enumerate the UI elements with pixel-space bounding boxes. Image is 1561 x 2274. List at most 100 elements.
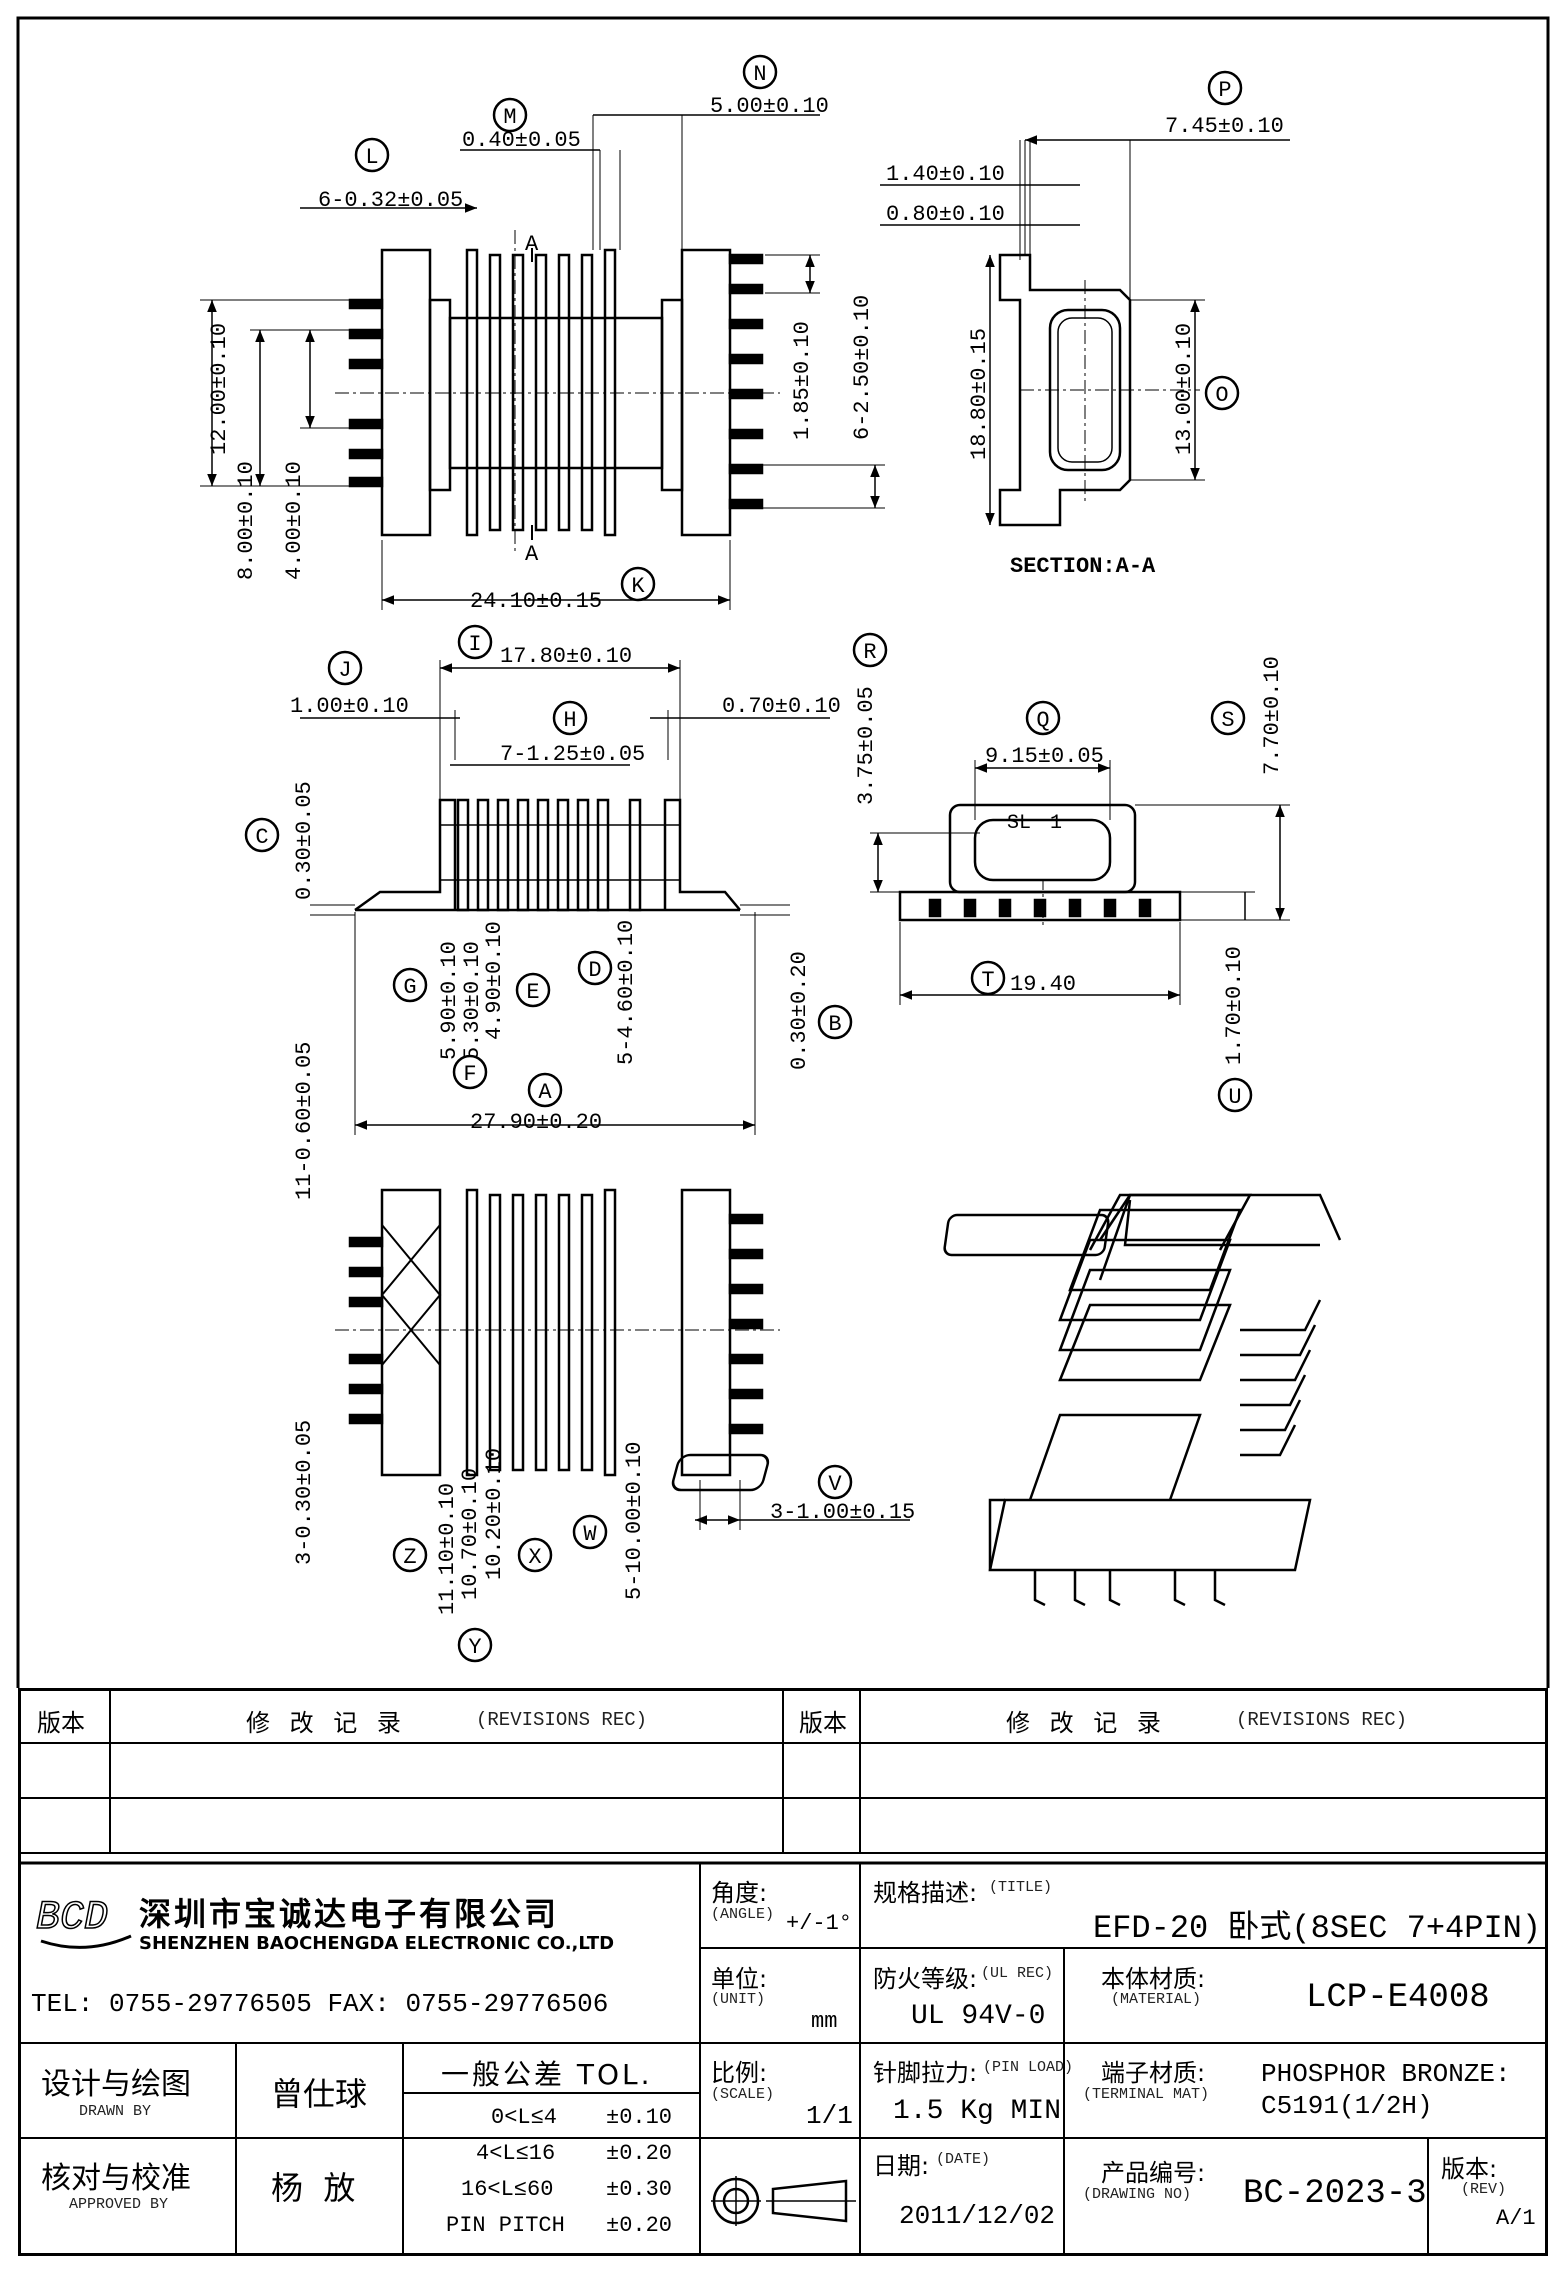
end-view-pins [928, 898, 1152, 918]
material-sub: (MATERIAL) [1111, 1991, 1202, 2008]
date-sub: (DATE) [936, 2151, 991, 2168]
callout-Z: Z [403, 1545, 416, 1570]
sheet-border [16, 16, 1550, 1688]
rev-col-title-left: 修 改 记 录 [246, 1709, 407, 1737]
side-view-fins [456, 798, 642, 912]
callout-B: B [828, 1012, 841, 1037]
rev-col-version-right: 版本 [799, 1709, 847, 1737]
pinload-sub: (PIN LOAD) [983, 2059, 1074, 2076]
dim-F: 5.30±0.10 [460, 941, 485, 1060]
approved-sub: APPROVED BY [69, 2196, 169, 2213]
company-name-cn: 深圳市宝诚达电子有限公司 [139, 1895, 560, 1933]
rev-col-version-left: 版本 [37, 1709, 85, 1737]
scale-sub: (SCALE) [711, 2086, 775, 2103]
top-view [200, 114, 885, 610]
callout-U: U [1228, 1085, 1241, 1110]
rev-sub: (REV) [1461, 2181, 1507, 2198]
rev-col-title-en-right: (REVISIONS REC) [1236, 1709, 1408, 1731]
callout-letters: L M N P O K I J H C G F E D B A R Q S T … [255, 62, 1241, 1660]
end-view [870, 760, 1290, 1005]
dim-b-330: 3-0.30±0.05 [292, 1420, 317, 1565]
ul-sub: (UL REC) [981, 1965, 1054, 1982]
dim-b-1160: 11-0.60±0.05 [292, 1042, 317, 1200]
callout-A: A [538, 1080, 552, 1105]
callout-G: G [403, 975, 416, 1000]
dim-Y: 10.70±0.10 [458, 1468, 483, 1600]
dim-w-185: 1.85±0.10 [790, 321, 815, 440]
callout-Y: Y [468, 1635, 481, 1660]
callout-K: K [631, 574, 645, 599]
bottom-view [335, 1188, 910, 1530]
approved-value: 杨 放 [271, 2169, 356, 2207]
callout-T: T [981, 968, 994, 993]
ul-value: UL 94V-0 [911, 2001, 1046, 2032]
dim-K: 24.10±0.15 [470, 589, 602, 614]
tol-value-0: ±0.10 [606, 2105, 673, 2130]
isometric-view [671, 1193, 1342, 1607]
title-sub: (TITLE) [989, 1879, 1053, 1896]
callout-R: R [863, 640, 876, 665]
dim-I: 17.80±0.10 [500, 644, 632, 669]
terminal-label: 端子材质: [1101, 2059, 1206, 2087]
drawing-area: 6-0.32±0.05 0.40±0.05 5.00±0.10 24.10±0.… [16, 16, 1550, 1688]
dim-V: 3-1.00±0.15 [770, 1500, 915, 1525]
dim-P: 7.45±0.10 [1165, 114, 1284, 139]
callout-F: F [463, 1062, 476, 1087]
callout-E: E [526, 980, 539, 1005]
rev-value: A/1 [1496, 2206, 1536, 2231]
callout-circles [244, 54, 1253, 1663]
callout-M: M [503, 105, 516, 130]
dim-w-250: 6-2.50±0.10 [850, 295, 875, 440]
dim-p-070: 0.70±0.10 [722, 694, 841, 719]
dim-L: 6-0.32±0.05 [318, 188, 463, 213]
isometric-pins [1033, 1570, 1226, 1607]
unit-label: 单位: [711, 1965, 768, 1993]
dim-B: 0.30±0.20 [787, 951, 812, 1070]
side-view [300, 660, 830, 1135]
company-logo: BCD [35, 1895, 132, 1949]
callout-L: L [365, 145, 378, 170]
callout-Q: Q [1036, 708, 1049, 733]
dim-C: 0.30±0.05 [292, 781, 317, 900]
callout-X: X [528, 1545, 541, 1570]
tol-value-2: ±0.30 [606, 2177, 673, 2202]
angle-sub: (ANGLE) [711, 1906, 775, 1923]
designed-sub: DRAWN BY [79, 2103, 152, 2120]
dim-S: 7.70±0.10 [1260, 656, 1285, 775]
terminal-sub: (TERMINAL MAT) [1083, 2086, 1210, 2103]
dim-R: 3.75±0.05 [854, 686, 879, 805]
dim-s-1880: 18.80±0.15 [967, 328, 992, 460]
drawing-value: BC-2023-3 [1243, 2175, 1427, 2213]
section-label: SECTION:A-A [1010, 554, 1156, 579]
callout-J: J [338, 658, 351, 683]
dim-w-400: 4.00±0.10 [282, 461, 307, 580]
material-label: 本体材质: [1101, 1965, 1206, 1993]
dim-D: 5-4.60±0.10 [614, 920, 639, 1065]
dim-Z: 11.10±0.10 [435, 1483, 460, 1615]
designed-value: 曾仕球 [271, 2075, 368, 2113]
sl-label: SL [1007, 812, 1031, 835]
ul-label: 防火等级: [873, 1965, 978, 1993]
date-value: 2011/12/02 [899, 2201, 1056, 2231]
callout-H: H [563, 708, 576, 733]
dim-p-080: 0.80±0.10 [886, 202, 1005, 227]
dim-H: 7-1.25±0.05 [500, 742, 645, 767]
terminal-value-2: C5191(1/2H) [1261, 2091, 1433, 2121]
section-view [880, 135, 1290, 527]
dim-M: 0.40±0.05 [462, 128, 581, 153]
callout-S: S [1221, 708, 1234, 733]
projection-symbol-icon [711, 2176, 856, 2226]
approved-label: 核对与校准 [41, 2161, 191, 2196]
dim-T: 19.40 [1010, 972, 1076, 997]
bottom-view-fins [465, 1188, 617, 1477]
title-block: 版本 修 改 记 录 (REVISIONS REC) 版本 修 改 记 录 (R… [18, 1688, 1548, 2256]
material-value: LCP-E4008 [1306, 1979, 1490, 2017]
callout-C: C [255, 825, 268, 850]
dim-O: 13.00±0.10 [1172, 323, 1197, 455]
dim-U: 1.70±0.10 [1222, 946, 1247, 1065]
dim-A: 27.90±0.20 [470, 1110, 602, 1135]
top-view-pins [348, 253, 764, 510]
dim-Q: 9.15±0.05 [985, 744, 1104, 769]
rev-col-title-right: 修 改 记 录 [1006, 1709, 1167, 1737]
